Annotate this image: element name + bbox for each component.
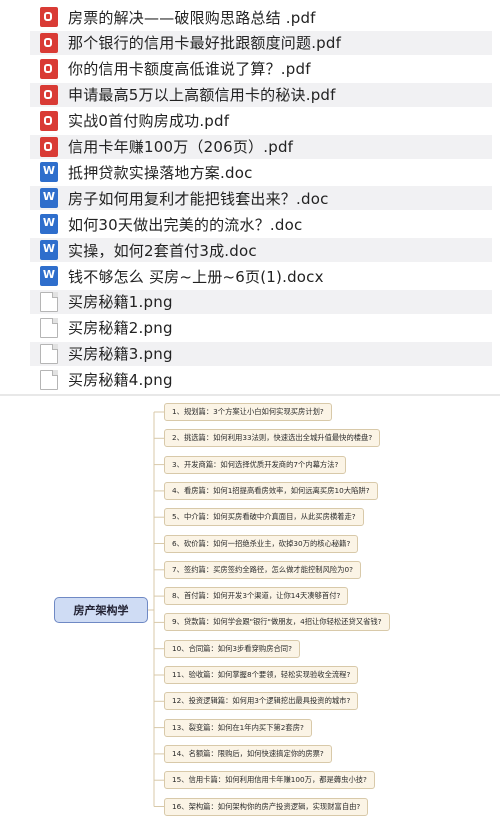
mind-map-branch-node[interactable]: 8、首付篇：如何开发3个渠道，让你14天凑够首付?: [164, 587, 349, 606]
section-divider: [0, 394, 500, 396]
mind-map-branch-node[interactable]: 4、看房篇：如何1招提高看房效率，如何远离买房10大陷阱?: [164, 481, 378, 500]
mind-map-branch-node[interactable]: 3、开发商篇：如何选择优质开发商的7个内幕方法?: [164, 455, 347, 474]
file-row[interactable]: 如何30天做出完美的的流水？.doc: [30, 212, 492, 236]
pdf-icon: [40, 110, 58, 131]
mind-map-branch-node[interactable]: 16、架构篇：如何架构你的房产投资逻辑，实现财富自由?: [164, 797, 369, 816]
mind-map-branch-node[interactable]: 13、裂变篇：如何在1年内买下第2套房?: [164, 718, 312, 737]
mind-map-branch-node[interactable]: 12、投资逻辑篇：如何用3个逻辑挖出最具投资的城市?: [164, 692, 359, 711]
file-row[interactable]: 抵押贷款实操落地方案.doc: [30, 160, 492, 184]
file-row[interactable]: 买房秘籍1.png: [30, 289, 492, 314]
file-row[interactable]: 房票的解决——破限购思路总结 .pdf: [30, 5, 492, 29]
pdf-icon: [40, 58, 58, 79]
mind-map-branch-node[interactable]: 11、验收篇：如何掌握8个要领，轻松实现验收全流程?: [164, 666, 359, 684]
mind-map-branch-node[interactable]: 7、签约篇：买房签约全路径，怎么做才能控制风险为0?: [164, 560, 361, 579]
mind-map-branch-node[interactable]: 6、砍价篇：如何一招绝杀业主，砍掉30万的核心秘籍?: [164, 534, 359, 553]
pdf-icon: [40, 84, 58, 105]
word-doc-icon: [40, 162, 58, 183]
file-name: 实操，如何2套首付3成.doc: [68, 241, 257, 260]
file-list: 房票的解决——破限购思路总结 .pdf 那个银行的信用卡最好批跟额度问题.pdf 你…: [0, 0, 500, 394]
file-row[interactable]: 信用卡年赚100万（206页）.pdf: [30, 134, 492, 159]
image-file-icon: [40, 317, 58, 338]
file-name: 实战0首付购房成功.pdf: [68, 112, 230, 131]
file-name: 房子如何用复利才能把钱套出来？.doc: [68, 189, 329, 208]
word-doc-icon: [40, 266, 58, 286]
mind-map-branch-node[interactable]: 15、信用卡篇：如何利用信用卡年赚100万，都是薅虫小技?: [164, 771, 375, 790]
mind-map-branch-node[interactable]: 2、挑选篇：如何利用33法则，快速选出全城升值最快的楼盘?: [164, 429, 381, 448]
file-name: 信用卡年赚100万（206页）.pdf: [68, 138, 294, 156]
file-row[interactable]: 买房秘籍4.png: [30, 368, 492, 392]
file-name: 房票的解决——破限购思路总结 .pdf: [68, 8, 316, 27]
file-row[interactable]: 钱不够怎么 买房~上册~6页(1).docx: [30, 264, 492, 288]
file-row[interactable]: 买房秘籍2.png: [30, 316, 492, 340]
mind-map: 房产架构学 1、规划篇：3个方案让小白如何实现买房计划? 2、挑选篇：如何利用33…: [0, 396, 500, 836]
mind-map-connectors: [148, 411, 164, 807]
word-doc-icon: [40, 240, 58, 261]
mind-map-branch-node[interactable]: 10、合同篇：如何3步看穿购房合同?: [164, 639, 300, 658]
file-row[interactable]: 买房秘籍3.png: [30, 341, 492, 366]
file-name: 买房秘籍2.png: [68, 319, 173, 338]
mind-map-branch-node[interactable]: 1、规划篇：3个方案让小白如何实现买房计划?: [164, 403, 332, 421]
mind-map-branch-node[interactable]: 14、名额篇：限购后，如何快速搞定你的房票?: [164, 744, 332, 763]
file-row[interactable]: 实战0首付购房成功.pdf: [30, 109, 492, 133]
file-name: 买房秘籍1.png: [68, 293, 173, 312]
file-name: 如何30天做出完美的的流水？.doc: [68, 215, 303, 234]
file-row[interactable]: 实操，如何2套首付3成.doc: [30, 238, 492, 263]
file-name: 你的信用卡额度高低谁说了算？.pdf: [68, 60, 311, 79]
pdf-icon: [40, 136, 58, 157]
file-row[interactable]: 你的信用卡额度高低谁说了算？.pdf: [30, 57, 492, 81]
pdf-icon: [40, 32, 58, 53]
file-row[interactable]: 房子如何用复利才能把钱套出来？.doc: [30, 186, 492, 211]
image-file-icon: [40, 369, 58, 390]
file-row[interactable]: 那个银行的信用卡最好批跟额度问题.pdf: [30, 30, 492, 55]
word-doc-icon: [40, 214, 58, 235]
file-name: 抵押贷款实操落地方案.doc: [68, 163, 253, 182]
file-name: 买房秘籍3.png: [68, 345, 173, 364]
file-name: 那个银行的信用卡最好批跟额度问题.pdf: [68, 34, 342, 53]
mind-map-branch-node[interactable]: 9、贷款篇：如何学会跟"银行"做朋友，4招让你轻松还贷又省钱?: [164, 613, 390, 632]
mind-map-root-node[interactable]: 房产架构学: [54, 597, 148, 623]
word-doc-icon: [40, 188, 58, 209]
pdf-icon: [40, 7, 58, 27]
image-file-icon: [40, 343, 58, 364]
file-name: 申请最高5万以上高额信用卡的秘诀.pdf: [68, 86, 336, 105]
file-name: 买房秘籍4.png: [68, 371, 173, 390]
file-name: 钱不够怎么 买房~上册~6页(1).docx: [68, 267, 324, 286]
image-file-icon: [40, 291, 58, 312]
mind-map-branch-node[interactable]: 5、中介篇：如何买房看破中介真面目，从此买房横着走?: [164, 508, 364, 527]
file-row[interactable]: 申请最高5万以上高额信用卡的秘诀.pdf: [30, 82, 492, 107]
